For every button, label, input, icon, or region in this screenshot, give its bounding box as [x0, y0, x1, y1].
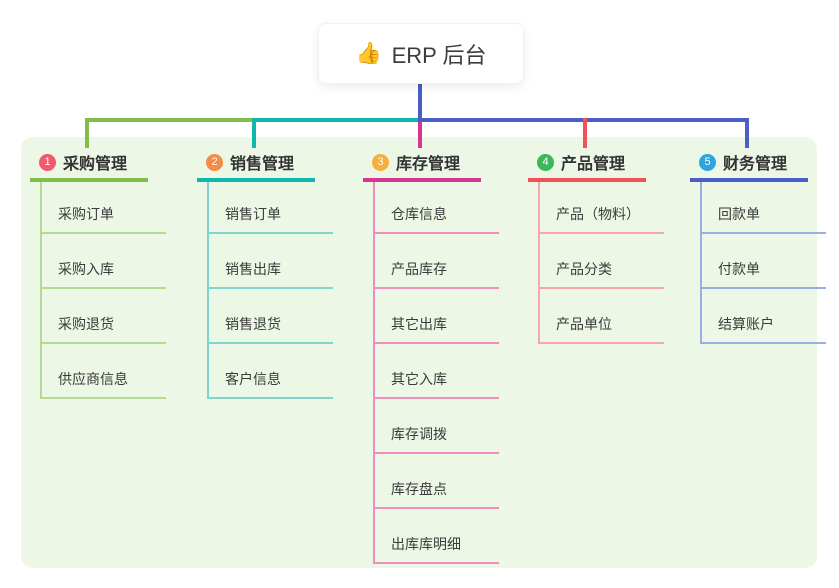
child-node[interactable]: 其它出库 — [373, 314, 499, 344]
child-node[interactable]: 产品分类 — [538, 259, 664, 289]
branch-title-sales[interactable]: 2 销售管理 — [197, 150, 315, 182]
child-node[interactable]: 库存盘点 — [373, 479, 499, 509]
child-node[interactable]: 采购订单 — [40, 204, 166, 234]
child-node[interactable]: 供应商信息 — [40, 369, 166, 399]
child-node[interactable]: 采购退货 — [40, 314, 166, 344]
child-node-label: 其它入库 — [391, 371, 447, 387]
child-node-label: 客户信息 — [225, 371, 281, 387]
child-node-label: 采购入库 — [58, 261, 114, 277]
child-spine-sales — [207, 182, 209, 399]
child-node-label: 产品（物料） — [556, 206, 640, 222]
child-node-label: 出库库明细 — [391, 536, 461, 552]
connector-drop-product — [583, 118, 587, 148]
child-node-label: 库存调拨 — [391, 426, 447, 442]
child-node-label: 产品分类 — [556, 261, 612, 277]
branch-label: 销售管理 — [230, 156, 295, 173]
child-node-label: 结算账户 — [718, 316, 774, 332]
child-spine-inventory — [373, 182, 375, 564]
child-node-label: 供应商信息 — [58, 371, 128, 387]
child-spine-finance — [700, 182, 702, 344]
child-node[interactable]: 仓库信息 — [373, 204, 499, 234]
child-node[interactable]: 结算账户 — [700, 314, 826, 344]
child-node-label: 仓库信息 — [391, 206, 447, 222]
connector-drop-sales — [252, 118, 256, 148]
child-node[interactable]: 客户信息 — [207, 369, 333, 399]
child-node-label: 销售出库 — [225, 261, 281, 277]
child-node[interactable]: 库存调拨 — [373, 424, 499, 454]
branches-panel — [21, 137, 817, 568]
child-node[interactable]: 付款单 — [700, 259, 826, 289]
connector-drop-inventory — [418, 118, 422, 148]
branch-label: 采购管理 — [63, 156, 128, 173]
child-node-label: 回款单 — [718, 206, 760, 222]
child-node[interactable]: 销售订单 — [207, 204, 333, 234]
connector-root-line — [418, 82, 422, 122]
branch-title-purchase[interactable]: 1 采购管理 — [30, 150, 148, 182]
branch-number-badge: 2 — [206, 153, 223, 171]
branch-number-badge: 3 — [372, 153, 389, 171]
connector-drop-purchase — [85, 118, 89, 148]
child-node-label: 付款单 — [718, 261, 760, 277]
branch-label: 财务管理 — [723, 156, 788, 173]
branch-number-badge: 4 — [537, 153, 554, 171]
child-node[interactable]: 产品库存 — [373, 259, 499, 289]
child-spine-purchase — [40, 182, 42, 399]
thumbs-up-icon: 👍 — [355, 42, 382, 65]
child-node-label: 采购退货 — [58, 316, 114, 332]
branch-number-badge: 5 — [699, 153, 716, 171]
connector-drop-finance — [745, 118, 749, 148]
child-node-label: 销售退货 — [225, 316, 281, 332]
branch-title-inventory[interactable]: 3 库存管理 — [363, 150, 481, 182]
child-node[interactable]: 其它入库 — [373, 369, 499, 399]
child-node-label: 其它出库 — [391, 316, 447, 332]
branch-title-product[interactable]: 4 产品管理 — [528, 150, 646, 182]
child-node-label: 产品库存 — [391, 261, 447, 277]
child-node[interactable]: 采购入库 — [40, 259, 166, 289]
branch-title-finance[interactable]: 5 财务管理 — [690, 150, 808, 182]
root-node[interactable]: 👍 ERP 后台 — [318, 23, 524, 84]
branch-label: 库存管理 — [396, 156, 461, 173]
branch-label: 产品管理 — [561, 156, 626, 173]
child-node[interactable]: 产品（物料） — [538, 204, 664, 234]
child-node[interactable]: 回款单 — [700, 204, 826, 234]
child-node[interactable]: 销售退货 — [207, 314, 333, 344]
child-node-label: 采购订单 — [58, 206, 114, 222]
child-node-label: 销售订单 — [225, 206, 281, 222]
child-node[interactable]: 产品单位 — [538, 314, 664, 344]
child-node[interactable]: 出库库明细 — [373, 534, 499, 564]
child-node[interactable]: 销售出库 — [207, 259, 333, 289]
child-node-label: 库存盘点 — [391, 481, 447, 497]
branch-number-badge: 1 — [39, 153, 56, 171]
connector-segment-purchase — [85, 118, 252, 122]
child-node-label: 产品单位 — [556, 316, 612, 332]
connector-segment-sales — [252, 118, 418, 122]
child-spine-product — [538, 182, 540, 344]
root-title: ERP 后台 — [391, 42, 487, 68]
